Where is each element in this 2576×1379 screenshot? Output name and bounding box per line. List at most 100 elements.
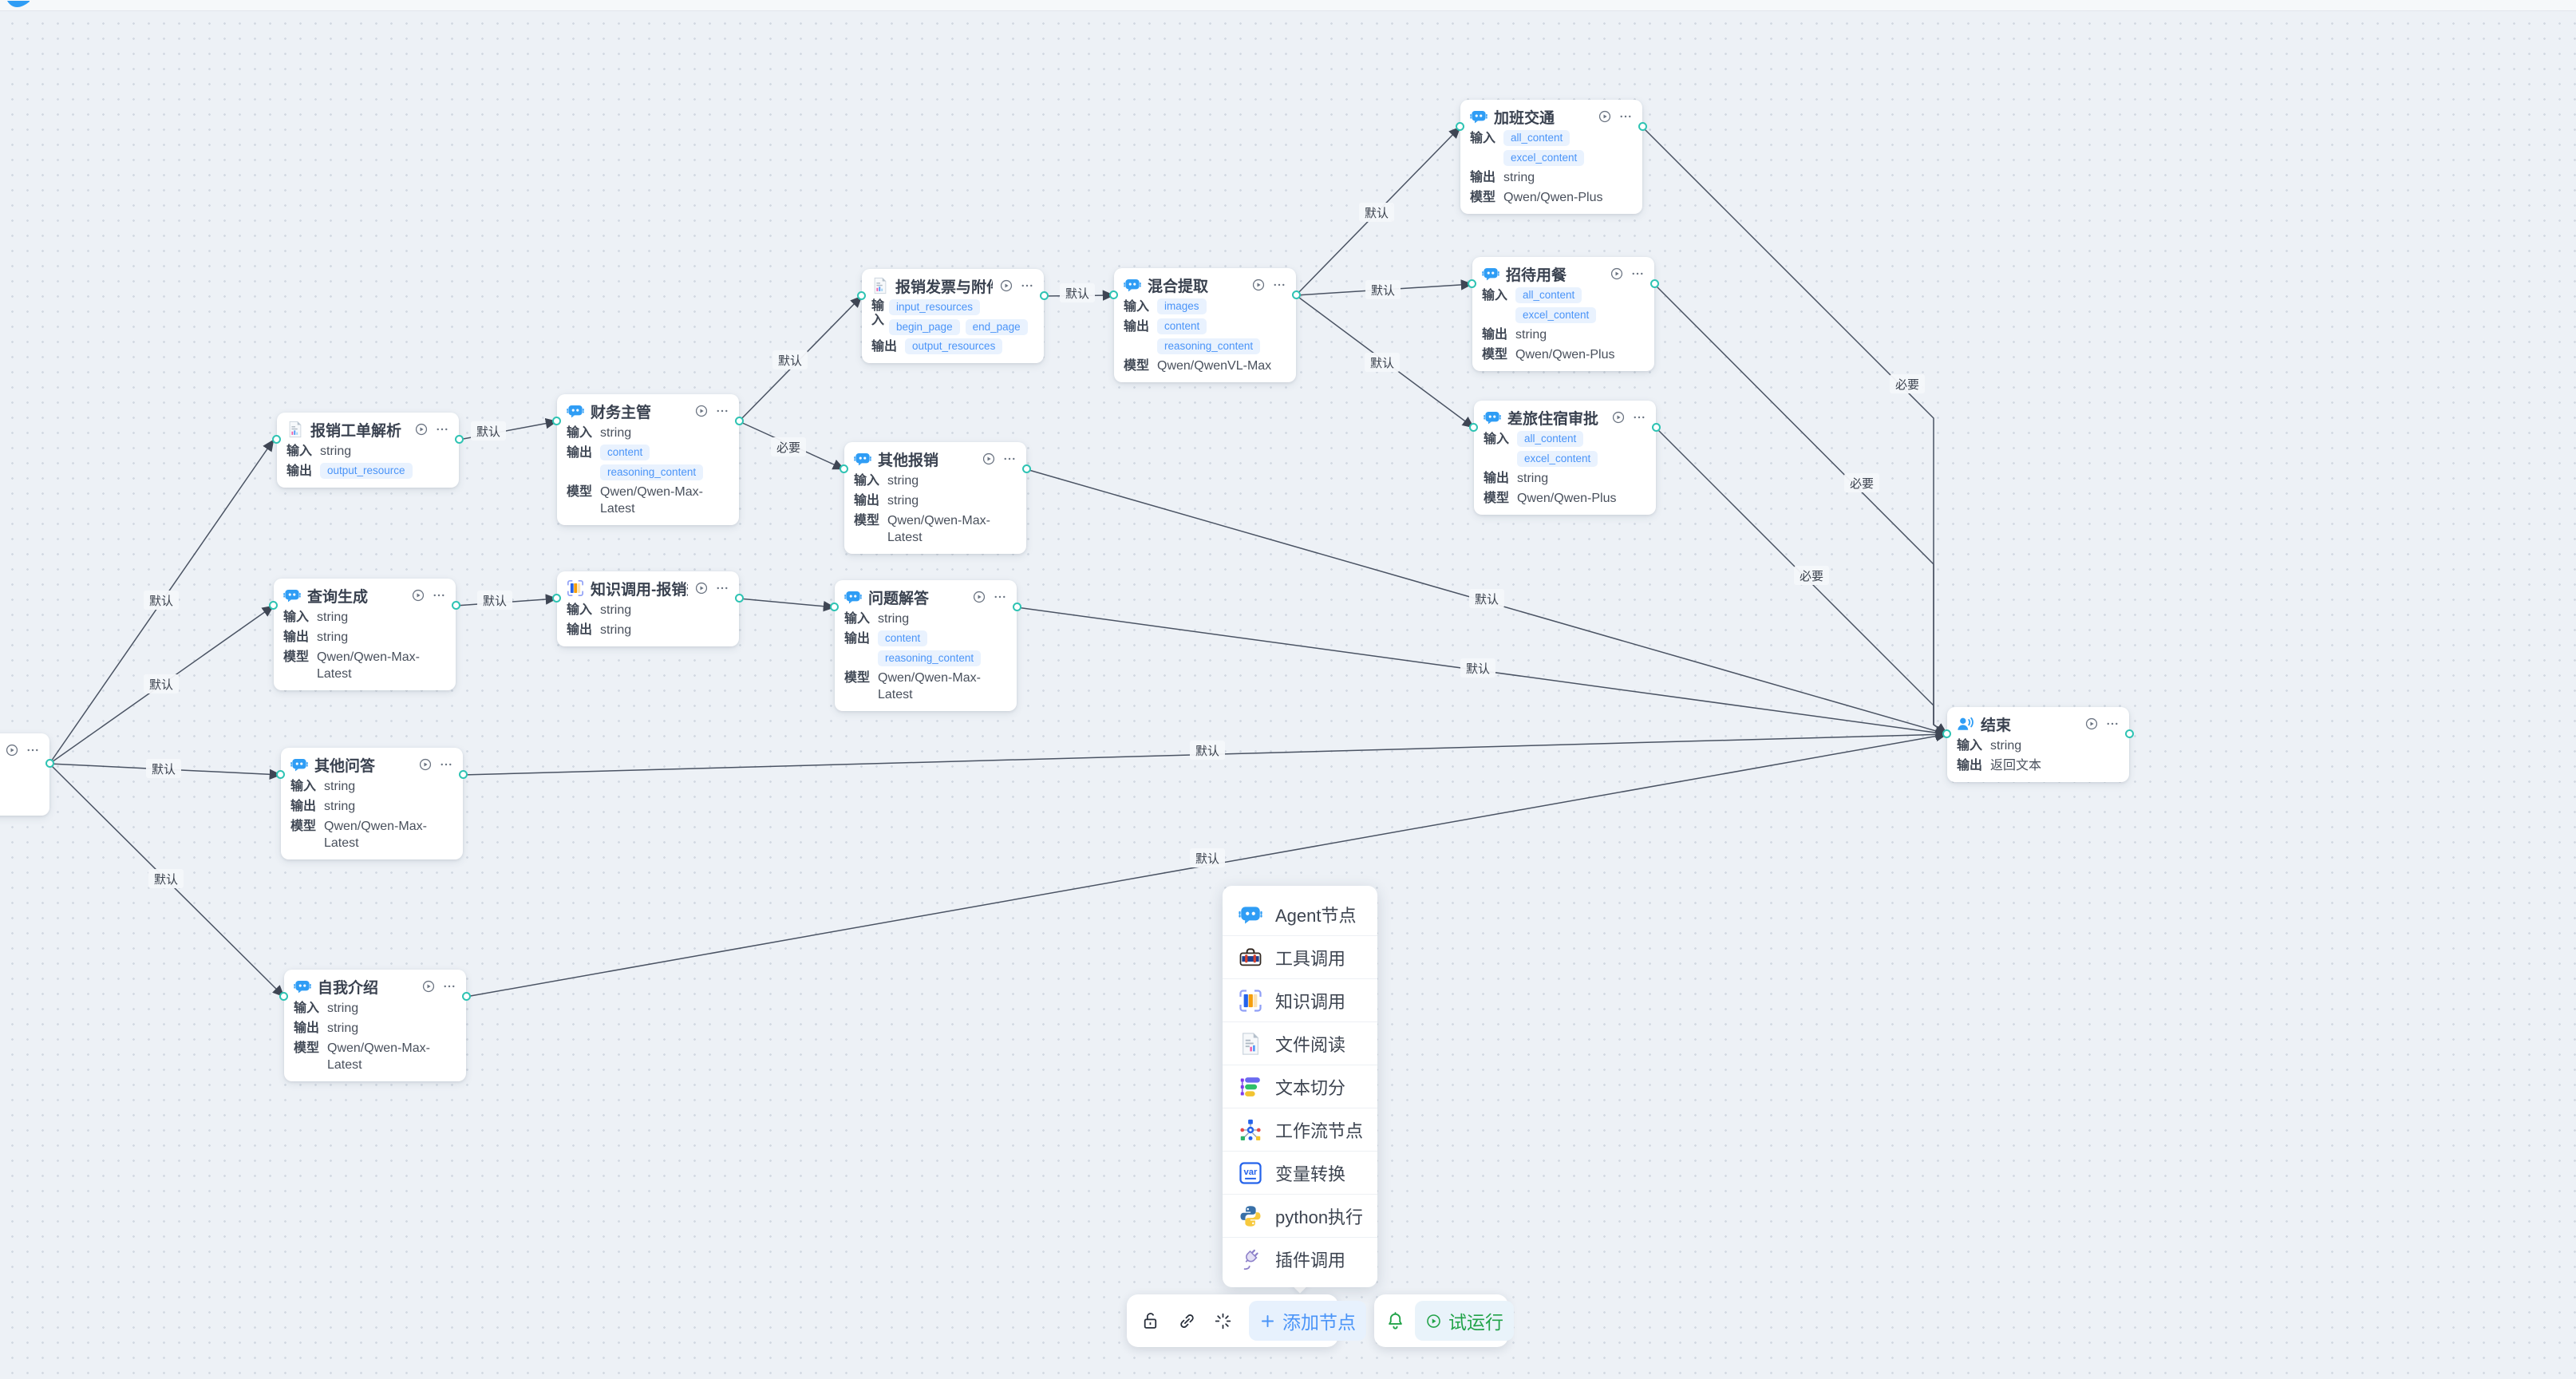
edge[interactable] [1642, 126, 1948, 735]
input-port[interactable] [279, 992, 288, 1001]
link-icon[interactable] [1177, 1311, 1197, 1331]
node-more-icon[interactable] [993, 590, 1007, 604]
node-more-icon[interactable] [1020, 279, 1034, 293]
input-port[interactable] [1468, 279, 1476, 288]
output-port[interactable] [45, 759, 54, 768]
node-more-icon[interactable] [439, 757, 453, 772]
edge-label: 默认 [1365, 353, 1400, 372]
run-node-icon[interactable] [2084, 717, 2099, 731]
auto-layout-icon[interactable] [1213, 1311, 1233, 1331]
input-port[interactable] [1456, 122, 1464, 131]
row-value: string [600, 603, 632, 617]
start-node[interactable] [0, 733, 54, 816]
run-node-icon[interactable] [972, 590, 986, 604]
input-port[interactable] [552, 594, 561, 603]
output-port[interactable] [735, 594, 744, 603]
output-port[interactable] [1040, 291, 1049, 300]
input-port[interactable] [1469, 423, 1478, 432]
output-port[interactable] [452, 601, 460, 610]
run-node-icon[interactable] [999, 279, 1013, 293]
run-node-icon[interactable] [411, 588, 425, 603]
row-label: 模型 [854, 514, 880, 527]
output-port[interactable] [1638, 122, 1647, 131]
run-node-icon[interactable] [1610, 267, 1624, 281]
output-port[interactable] [455, 435, 464, 444]
output-port[interactable] [1650, 279, 1659, 288]
run-button[interactable]: 试运行 [1415, 1301, 1514, 1341]
node-more-icon[interactable] [1632, 410, 1646, 425]
knowledge-call-node[interactable]: 知识调用-报销规范输入string输出string [552, 571, 744, 646]
output-port[interactable] [462, 992, 471, 1001]
node-more-icon[interactable] [1630, 267, 1645, 281]
output-port[interactable] [2125, 729, 2134, 738]
input-port[interactable] [272, 435, 281, 444]
menu-item-knowledge[interactable]: 知识调用 [1223, 979, 1377, 1022]
run-node-icon[interactable] [1598, 109, 1612, 124]
edge[interactable] [1653, 283, 1948, 735]
node-more-icon[interactable] [435, 422, 449, 437]
node-more-icon[interactable] [442, 979, 456, 994]
node-more-icon[interactable] [2105, 717, 2120, 731]
invoice-attachment-parse-node[interactable]: 报销发票与附件解析输入input_resourcesbegin_pageend_… [857, 269, 1049, 363]
node-more-icon[interactable] [715, 404, 729, 418]
run-node-icon[interactable] [694, 404, 709, 418]
node-more-icon[interactable] [1002, 452, 1017, 466]
menu-item-workflow[interactable]: 工作流节点 [1223, 1108, 1377, 1152]
node-more-icon[interactable] [1618, 109, 1633, 124]
node-more-icon[interactable] [26, 743, 40, 757]
edge[interactable] [738, 598, 836, 612]
row-value: string [600, 426, 632, 440]
run-node-icon[interactable] [1611, 410, 1626, 425]
menu-item-python[interactable]: python执行 [1223, 1195, 1377, 1238]
bell-icon[interactable] [1385, 1311, 1405, 1331]
input-port[interactable] [840, 464, 848, 473]
input-port[interactable] [269, 601, 278, 610]
run-node-icon[interactable] [1251, 278, 1266, 292]
run-node-icon[interactable] [5, 743, 19, 757]
input-port[interactable] [1942, 729, 1951, 738]
run-node-icon[interactable] [982, 452, 996, 466]
param-tag: content [878, 630, 928, 646]
lock-open-icon[interactable] [1141, 1311, 1161, 1331]
input-port[interactable] [276, 770, 285, 779]
menu-item-text-split[interactable]: 文本切分 [1223, 1065, 1377, 1108]
input-port[interactable] [830, 603, 839, 611]
run-node-icon[interactable] [414, 422, 429, 437]
output-port[interactable] [735, 417, 744, 425]
output-port[interactable] [1022, 464, 1031, 473]
node-more-icon[interactable] [715, 581, 729, 595]
output-port[interactable] [1292, 290, 1301, 299]
menu-item-plug[interactable]: 插件调用 [1223, 1238, 1377, 1280]
menu-item-toolbox[interactable]: 工具调用 [1223, 936, 1377, 979]
menu-item-file-read[interactable]: 文件阅读 [1223, 1022, 1377, 1065]
menu-item-label: 知识调用 [1275, 991, 1346, 1012]
output-port[interactable] [1652, 423, 1661, 432]
input-port[interactable] [857, 291, 866, 300]
run-node-icon[interactable] [418, 757, 433, 772]
run-node-icon[interactable] [421, 979, 436, 994]
add-node-button[interactable]: 添加节点 [1249, 1301, 1366, 1341]
node-more-icon[interactable] [432, 588, 446, 603]
input-port[interactable] [1109, 290, 1118, 299]
node-more-icon[interactable] [1272, 278, 1286, 292]
output-port[interactable] [1013, 603, 1021, 611]
run-node-icon[interactable] [694, 581, 709, 595]
output-port[interactable] [459, 770, 468, 779]
input-port[interactable] [552, 417, 561, 425]
menu-item-agent-robot[interactable]: Agent节点 [1223, 893, 1377, 936]
